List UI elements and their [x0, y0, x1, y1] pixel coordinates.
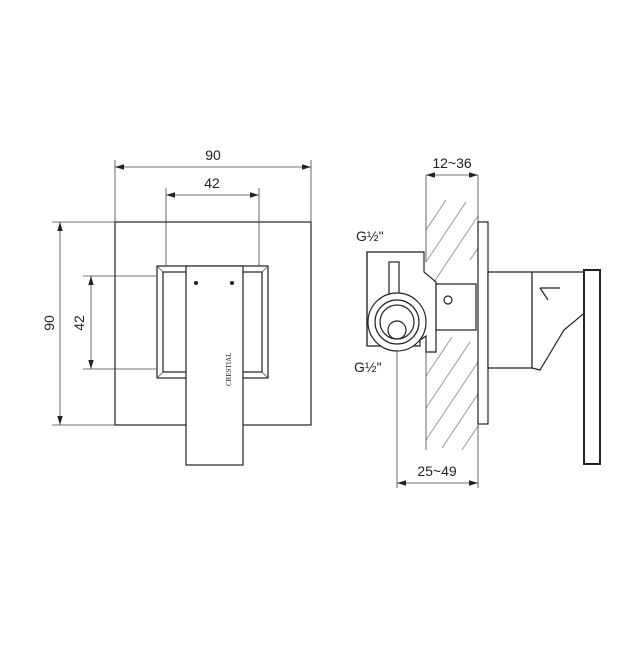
thread-label-bottom: G½" — [354, 359, 382, 375]
lever-handle — [185, 265, 244, 466]
brand-logo: CRESTIAL — [225, 353, 233, 386]
thread-label-top: G½" — [356, 228, 384, 244]
dim-label-25-49: 25~49 — [417, 463, 457, 479]
dim-label-42-horizontal: 42 — [204, 175, 220, 191]
screw-dot-left — [194, 281, 198, 285]
outlet-thread-mid — [374, 299, 420, 345]
body-screw — [443, 295, 453, 305]
outlet-bore — [387, 320, 407, 340]
dim-label-42-vertical: 42 — [71, 315, 87, 331]
dim-label-90-vertical: 90 — [41, 315, 57, 331]
dim-label-90-horizontal: 90 — [205, 147, 221, 163]
body-connector — [435, 283, 477, 331]
dim-label-12-36: 12~36 — [432, 155, 472, 171]
outlet-thread-outer — [367, 292, 427, 352]
upper-inlet — [388, 261, 400, 297]
screw-dot-right — [230, 281, 234, 285]
front-view: CRESTIAL 90 42 90 42 — [41, 147, 312, 466]
wall-hatching — [425, 199, 479, 451]
cover-plate-side — [477, 221, 489, 425]
lever-arm-side — [583, 269, 601, 465]
side-view: 12~36 25~49 G½" G½" — [354, 155, 601, 488]
lever-hub — [487, 271, 533, 369]
